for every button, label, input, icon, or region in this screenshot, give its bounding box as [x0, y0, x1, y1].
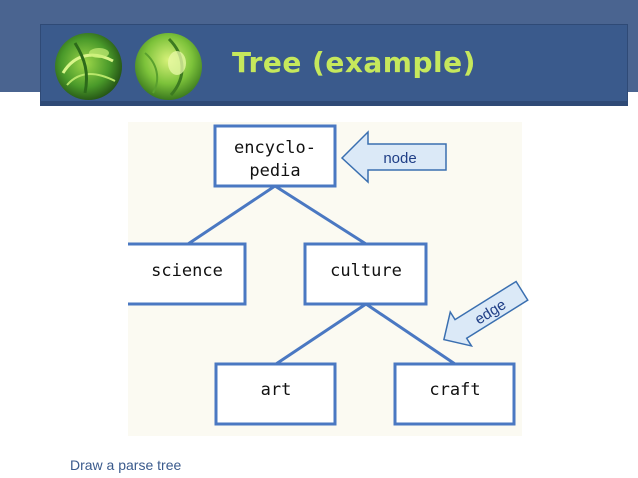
art-label: art — [261, 380, 292, 400]
title-bar-underline — [41, 101, 627, 105]
edge-callout-arrow: edge — [443, 280, 529, 348]
edge-culture-art — [275, 302, 367, 366]
slide-title: Tree (example) — [232, 46, 476, 79]
culture-label: culture — [330, 261, 402, 281]
edge-root-culture — [274, 184, 367, 246]
tree-node-art: art — [214, 362, 337, 426]
node-callout-label: node — [383, 150, 416, 167]
root-label-line2: pedia — [249, 161, 300, 181]
slide-caption: Draw a parse tree — [70, 457, 182, 473]
leaf-photo-right — [135, 33, 202, 100]
tree-diagram: encyclo- pedia science culture art craft… — [128, 122, 529, 436]
craft-label: craft — [429, 380, 480, 400]
tree-node-culture: culture — [303, 242, 428, 306]
leaf-photo-left — [55, 33, 122, 100]
node-callout-arrow: node — [340, 130, 447, 184]
tree-node-science: science — [128, 242, 247, 306]
tree-node-root: encyclo- pedia — [213, 124, 337, 188]
science-label: science — [151, 261, 223, 281]
edge-culture-craft — [365, 302, 456, 366]
edge-root-science — [187, 184, 276, 246]
root-label-line1: encyclo- — [234, 138, 316, 158]
tree-node-craft: craft — [393, 362, 516, 426]
